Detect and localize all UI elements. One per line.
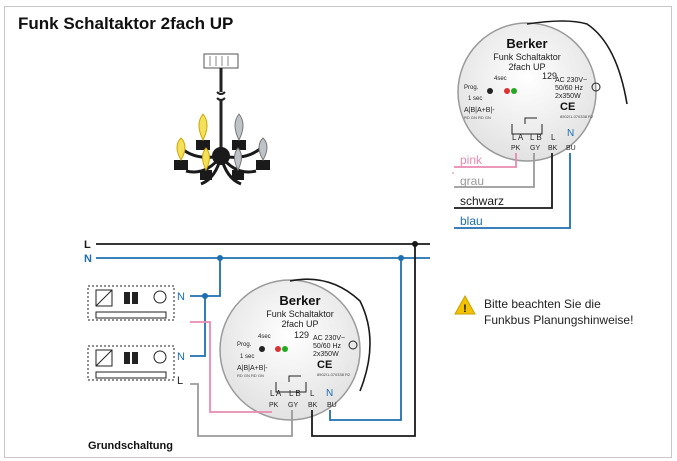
lamp-lower-n: N [177,351,185,363]
device-number-lower: 129 [294,330,309,340]
term-bk-upper: BK [548,145,558,152]
ab-sub-lower: RD GN RD GN [237,373,264,378]
ab-label-lower: A|B|A+B|- [237,365,268,372]
ab-sub-upper: RD GN RD GN [464,115,491,120]
code-lower: 8502/1-070338 R2 [317,372,351,377]
lamp-box-upper [87,285,175,321]
term-n-lower: N [326,388,333,399]
led-red-upper [504,88,510,94]
spec1-lower: AC 230V~ [313,335,345,342]
line-label-n: N [84,253,92,265]
page-title: Funk Schaltaktor 2fach UP [18,14,234,33]
term-la-lower: L A [270,389,282,398]
device-name-2-lower: 2fach UP [281,319,318,329]
term-bu-upper: BU [566,145,576,152]
code-upper: 8502/1-070338 R2 [560,114,594,119]
term-n-upper: N [567,128,574,139]
prog-led-lower [259,346,265,352]
lamp-box-lower [87,345,175,381]
lower-wiring [190,244,416,437]
actuator-device-lower: Berker Funk Schaltaktor 2fach UP 129 4se… [219,278,371,421]
sec1-lower: 1 sec [240,354,254,360]
wire-label-pink: pink [460,153,483,167]
ce-lower: CE [317,359,332,371]
sec4-upper: 4sec [494,76,507,82]
spec3-upper: 2x350W [555,93,581,100]
led-red-lower [275,346,281,352]
led-green-upper [511,88,517,94]
brand-lower: Berker [279,293,320,308]
sun-icon-upper [591,82,601,92]
wire-label-grau: grau [460,174,484,188]
prog-lower: Prog. [237,342,252,348]
wire-label-schwarz: schwarz [460,194,504,208]
wire-tails-upper [452,153,571,229]
device-name-1-lower: Funk Schaltaktor [266,309,334,319]
ce-upper: CE [560,101,575,113]
spec2-upper: 50/60 Hz [555,85,584,92]
term-pk-lower: PK [269,402,279,409]
sun-icon-lower [348,340,358,350]
term-lb-lower: L B [289,389,301,398]
lamp-lower-l: L [177,375,183,387]
actuator-device-upper: Berker Funk Schaltaktor 2fach UP 129 4se… [457,20,628,162]
wire-label-blau: blau [460,214,483,228]
term-la-upper: L A [512,133,524,142]
mains-lines [96,241,430,261]
spec3-lower: 2x350W [313,351,339,358]
note-line-1: Bitte beachten Sie die [484,297,601,311]
chandelier-icon [174,53,270,186]
sec4-lower: 4sec [258,334,271,340]
device-number-upper: 129 [542,71,557,81]
led-green-lower [282,346,288,352]
line-label-l: L [84,239,91,251]
term-pk-upper: PK [511,145,521,152]
antenna-lower [289,278,371,392]
term-gy-lower: GY [288,402,298,409]
ab-label-upper: A|B|A+B|- [464,107,495,114]
lamp-upper-n: N [177,291,185,303]
antenna-upper [526,20,628,105]
warning-icon: ! [454,294,476,315]
prog-upper: Prog. [464,85,479,91]
brand-upper: Berker [506,36,547,51]
prog-led-upper [487,88,493,94]
svg-text:!: ! [463,303,467,315]
term-l-upper: L [551,133,556,142]
spec1-upper: AC 230V~ [555,77,587,84]
term-gy-upper: GY [530,145,540,152]
term-bk-lower: BK [308,402,318,409]
note-line-2: Funkbus Planungshinweise! [484,313,634,327]
circuit-caption: Grundschaltung [88,440,173,452]
term-bu-lower: BU [327,402,337,409]
spec2-lower: 50/60 Hz [313,343,342,350]
term-lb-upper: L B [530,133,542,142]
sec1-upper: 1 sec [468,96,482,102]
term-l-lower: L [310,389,315,398]
planning-note: Bitte beachten Sie die Funkbus Planungsh… [484,296,633,328]
device-name-1-upper: Funk Schaltaktor [493,52,561,62]
diagram-frame [4,6,672,458]
device-name-2-upper: 2fach UP [508,62,545,72]
